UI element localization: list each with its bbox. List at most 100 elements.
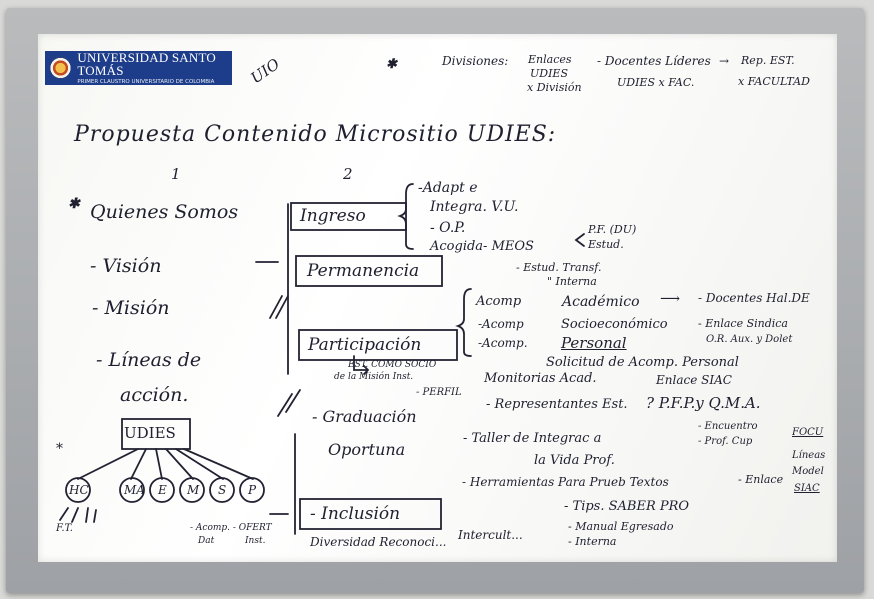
marker-strokes: HC MA E M S P xyxy=(59,183,585,535)
note-dat: Dat xyxy=(198,536,215,546)
note-x-division: x División xyxy=(527,81,582,94)
note-enlace-siac: Enlace SIAC xyxy=(656,373,732,387)
note-taller: - Taller de Integrac a xyxy=(463,431,602,446)
box-participacion xyxy=(298,329,458,361)
item-mision: - Misión xyxy=(92,297,170,319)
star-icon: ✱ xyxy=(68,196,80,212)
item-quienes-somos: Quienes Somos xyxy=(90,201,239,223)
note-siac-r: SIAC xyxy=(794,483,820,494)
arrow-right-icon: → xyxy=(719,54,730,68)
asterisk-icon: * xyxy=(56,441,63,457)
seal-icon xyxy=(50,55,72,81)
note-tips: - Tips. SABER PRO xyxy=(564,499,690,514)
note-mision-inst: de la Misión Inst. xyxy=(334,372,414,382)
note-vida-prof: la Vida Prof. xyxy=(534,453,615,468)
note-enlace-sindica: - Enlace Sindica xyxy=(698,317,788,330)
note-divisiones: Divisiones: xyxy=(442,54,509,68)
page-title: Propuesta Contenido Micrositio UDIES: xyxy=(74,122,557,147)
note-estud-transf: - Estud. Transf. xyxy=(516,261,602,274)
node-circle xyxy=(119,477,145,503)
tree-lines xyxy=(77,448,254,480)
note-pf-du: P.F. (DU) xyxy=(588,223,637,236)
arrow xyxy=(353,355,370,375)
node-label-hc: HC xyxy=(68,483,89,497)
section-ingreso: Ingreso xyxy=(300,206,366,226)
section-permanencia: Permanencia xyxy=(307,261,420,281)
note-estud: Estud. xyxy=(588,238,624,251)
star-icon: ✱ xyxy=(386,57,397,72)
box-udies xyxy=(121,418,191,450)
note-integra: Integra. V.U. xyxy=(430,199,519,215)
note-ft: F.T. xyxy=(56,523,73,534)
whiteboard: UNIVERSIDAD SANTO TOMÁS PRIMER CLAUSTRO … xyxy=(38,34,837,562)
note-pfpyqma: ? P.F.P.y Q.M.A. xyxy=(646,394,761,412)
note-herramientas: - Herramientas Para Prueb Textos xyxy=(462,475,669,489)
note-personal: Personal xyxy=(561,334,627,352)
node-circle xyxy=(65,477,91,503)
note-model: Model xyxy=(792,466,824,477)
note-adapt: -Adapt e xyxy=(418,180,478,196)
tick-marks xyxy=(59,507,97,523)
column-1-number: 1 xyxy=(171,165,181,183)
brace xyxy=(397,183,414,250)
note-representantes: - Representantes Est. xyxy=(486,397,628,412)
note-acomp-3: -Acomp. xyxy=(478,336,528,350)
connector-line xyxy=(277,389,301,417)
note-manual: - Manual Egresado xyxy=(568,520,674,533)
brace xyxy=(455,288,472,357)
node-circle xyxy=(149,477,175,503)
item-vision: - Visión xyxy=(90,255,162,277)
note-acomp-ofert: - Acomp. - OFERT xyxy=(190,523,272,533)
note-encuentro: - Encuentro xyxy=(698,421,758,432)
section-inclusion: - Inclusión xyxy=(310,504,401,524)
node-label-e: E xyxy=(157,483,167,497)
note-focus: FOCU xyxy=(792,427,824,438)
note-udies: UDIES xyxy=(530,67,569,80)
note-socioeconomico: Socioeconómico xyxy=(561,317,668,332)
node-circle xyxy=(239,477,265,503)
brace xyxy=(574,233,585,247)
note-rep-est: Rep. EST. xyxy=(741,54,795,67)
node-label-m: M xyxy=(186,483,200,497)
note-monitorias: Monitorias Acad. xyxy=(484,371,597,386)
logo-main-text: UNIVERSIDAD SANTO TOMÁS xyxy=(77,49,216,78)
note-docentes-hal: - Docentes Hal.DE xyxy=(698,291,810,305)
note-acomp-1: Acomp xyxy=(476,294,522,309)
note-interna: " Interna xyxy=(547,275,597,288)
node-circle xyxy=(209,477,235,503)
column-2-number: 2 xyxy=(343,165,353,183)
box-permanencia xyxy=(295,255,443,287)
udies-box-label: UDIES xyxy=(124,424,176,442)
note-perfil: - PERFIL xyxy=(416,387,462,398)
note-udies-fac: UDIES x FAC. xyxy=(617,76,695,89)
note-diversidad: Diversidad Reconoci... xyxy=(310,535,447,549)
item-accion: acción. xyxy=(120,384,189,406)
note-inst: Inst. xyxy=(245,536,266,546)
note-prof-cup: - Prof. Cup xyxy=(698,436,753,447)
note-acogida: Acogida- MEOS xyxy=(430,239,534,254)
note-docentes-lideres: - Docentes Líderes xyxy=(597,54,711,68)
node-circle xyxy=(179,477,205,503)
section-participacion: Participación xyxy=(308,335,422,355)
section-oportuna: Oportuna xyxy=(328,440,406,459)
section-graduacion: - Graduación xyxy=(312,407,417,426)
note-lineas-r: Líneas xyxy=(792,450,826,461)
box-inclusion xyxy=(299,498,442,530)
note-solicitud: Solicitud de Acomp. Personal xyxy=(546,355,739,370)
note-enlace-r: - Enlace xyxy=(738,473,784,486)
box-ingreso xyxy=(290,202,407,231)
node-label-ma: MA xyxy=(123,483,145,497)
spine-line xyxy=(287,203,296,535)
logo-sub-text: PRIMER CLAUSTRO UNIVERSITARIO DE COLOMBI… xyxy=(77,78,215,85)
note-or-aux: O.R. Aux. y Dolet xyxy=(706,334,793,345)
note-interna-2: - Interna xyxy=(568,535,617,548)
arrow-right-icon: ⟶ xyxy=(660,291,681,307)
note-enlaces: Enlaces xyxy=(528,53,572,66)
node-label-s: S xyxy=(218,483,226,497)
university-logo: UNIVERSIDAD SANTO TOMÁS PRIMER CLAUSTRO … xyxy=(45,51,232,85)
item-lineas: - Líneas de xyxy=(96,349,202,371)
note-intercult: Intercult... xyxy=(458,528,523,542)
note-op: - O.P. xyxy=(430,220,466,236)
note-acomp-2: -Acomp xyxy=(478,317,524,331)
note-x-facultad: x FACULTAD xyxy=(738,75,810,88)
